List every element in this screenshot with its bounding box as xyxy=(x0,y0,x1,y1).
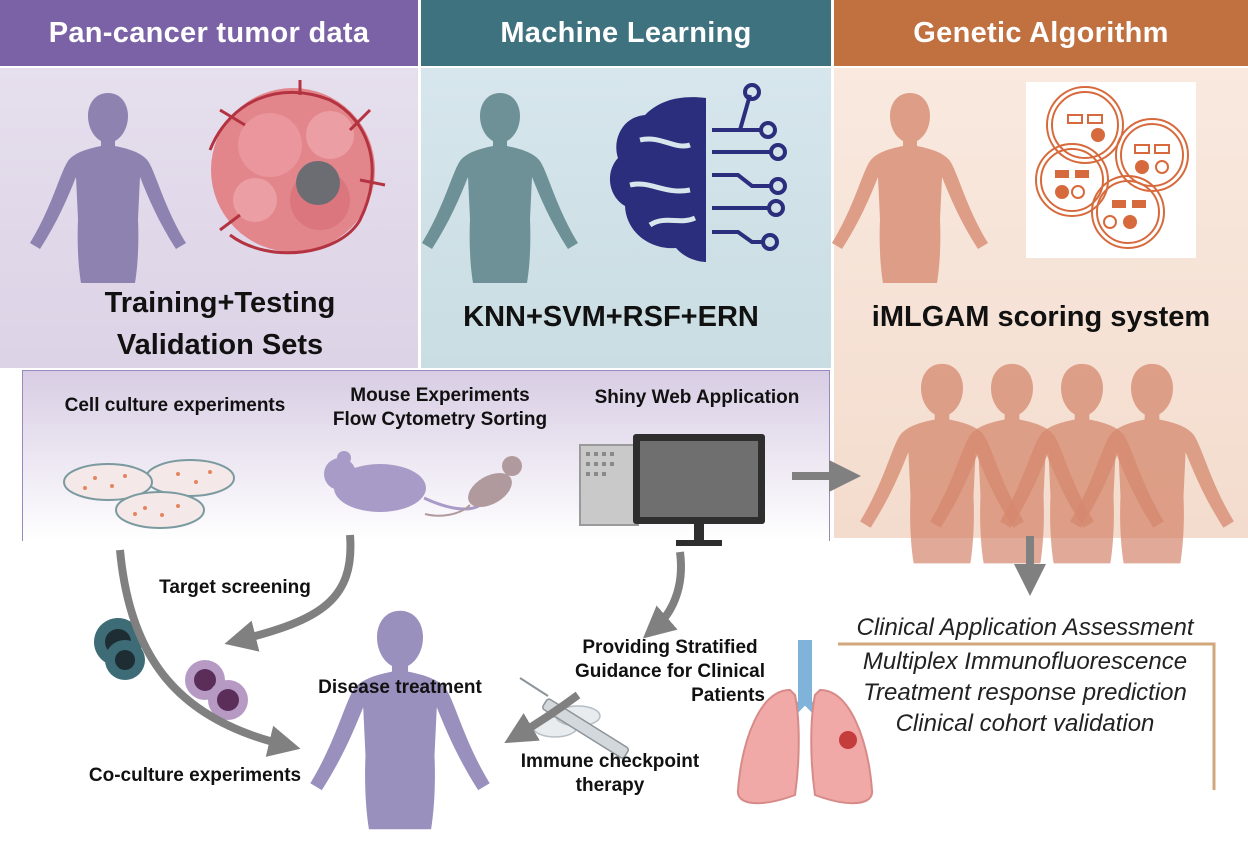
co-culture-label: Co-culture experiments xyxy=(88,765,302,786)
header-machine-learning-label: Machine Learning xyxy=(500,16,752,49)
header-pan-cancer-label: Pan-cancer tumor data xyxy=(48,16,370,49)
petri-dish-icon xyxy=(63,459,235,529)
shiny-label: Shiny Web Application xyxy=(594,387,800,408)
header-pan-cancer: Pan-cancer tumor data xyxy=(0,0,418,66)
col2-title: KNN+SVM+RSF+ERN xyxy=(463,301,759,333)
cell-culture-label: Cell culture experiments xyxy=(64,395,286,416)
flow-arrows xyxy=(116,460,1046,757)
brain-circuit-icon xyxy=(609,83,787,262)
clinical-item-2: Treatment response prediction xyxy=(863,679,1187,706)
lungs-icon xyxy=(736,640,874,805)
human-silhouette-icon xyxy=(310,610,490,830)
stratified-guidance-label: Providing Stratified Guidance for Clinic… xyxy=(555,636,785,708)
human-silhouette-icon xyxy=(30,93,186,283)
disease-treatment-label: Disease treatment xyxy=(318,677,482,698)
human-silhouette-icon xyxy=(422,93,578,283)
immune-checkpoint-label: Immune checkpoint therapy xyxy=(495,750,725,798)
header-genetic-algorithm-label: Genetic Algorithm xyxy=(913,16,1169,49)
tumor-icon xyxy=(208,80,386,255)
target-screening-label: Target screening xyxy=(159,577,311,598)
col1-title: Training+Testing Validation Sets xyxy=(0,282,440,366)
clinical-item-3: Clinical cohort validation xyxy=(895,710,1155,737)
header-genetic-algorithm: Genetic Algorithm xyxy=(834,0,1248,66)
cell-icon xyxy=(94,618,248,720)
stratified-line2: Guidance for Clinical xyxy=(574,661,766,682)
col1-title-line1: Training+Testing xyxy=(104,287,336,319)
stratified-line3: Patients xyxy=(691,685,765,706)
mouse-line2: Flow Cytometry Sorting xyxy=(332,409,548,430)
cell-panel-icon xyxy=(1026,82,1196,258)
mouse-line1: Mouse Experiments xyxy=(350,385,530,406)
human-silhouette-icon xyxy=(832,93,988,283)
immune-line1: Immune checkpoint xyxy=(520,751,700,772)
immune-line2: therapy xyxy=(575,775,645,796)
col1-title-line2: Validation Sets xyxy=(116,329,324,361)
mouse-experiments-label: Mouse Experiments Flow Cytometry Sorting xyxy=(305,384,575,432)
clinical-item-1: Multiplex Immunofluorescence xyxy=(862,648,1188,675)
computer-icon xyxy=(579,434,765,546)
col3-title: iMLGAM scoring system xyxy=(871,301,1211,333)
crowd-icon xyxy=(860,363,1234,564)
mouse-icon xyxy=(324,451,522,517)
stratified-line1: Providing Stratified xyxy=(582,637,758,658)
header-machine-learning: Machine Learning xyxy=(421,0,831,66)
clinical-heading: Clinical Application Assessment xyxy=(856,614,1194,641)
